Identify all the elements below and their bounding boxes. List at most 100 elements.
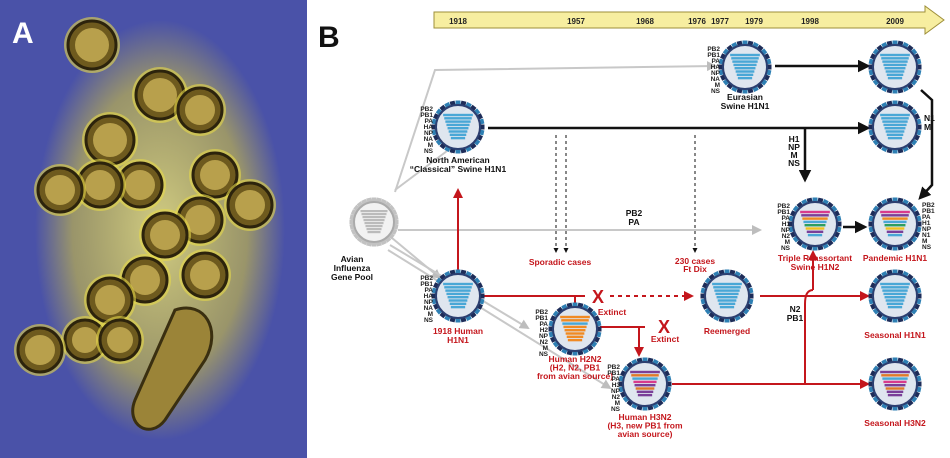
- pb2-pa-annotation-line: PB2: [626, 208, 643, 218]
- surface-protein: [788, 221, 794, 227]
- rna-segment: [450, 136, 466, 140]
- seasonal-h3n2-label: Seasonal H3N2: [864, 418, 926, 428]
- avian-gene-pool-virus: [349, 197, 399, 247]
- ft-dix-label-line: 230 cases: [675, 256, 715, 266]
- triple-reassortant-label-line: Triple Reassortant: [778, 253, 852, 263]
- rna-segment: [880, 370, 910, 374]
- rna-segment: [449, 133, 467, 137]
- rna-segment: [886, 133, 904, 137]
- extinct-x-mark: X: [592, 287, 604, 307]
- rna-segment: [881, 214, 909, 217]
- human-h3n2-label-line: avian source): [618, 429, 673, 439]
- rna-segment: [731, 57, 759, 60]
- rna-segment: [367, 231, 381, 234]
- virion-core: [45, 175, 75, 205]
- surface-protein: [431, 293, 437, 299]
- extinct-x-mark: X: [658, 317, 670, 337]
- timeline-year: 1957: [567, 17, 585, 26]
- rna-segment: [714, 289, 740, 292]
- h3n2-segments-line: NP: [611, 388, 621, 395]
- human-1918-segments-line: PB1: [420, 281, 433, 288]
- seasonal-h3n2-label-line: Seasonal H3N2: [864, 418, 926, 428]
- virion-core: [200, 160, 230, 190]
- virion-core: [95, 285, 125, 315]
- h1-np-m-ns-annotation-line: M: [790, 150, 797, 160]
- avian-gene-pool-label-line: Influenza: [334, 263, 371, 273]
- rna-segment: [630, 370, 660, 374]
- triple-segments-line: H1: [782, 221, 791, 228]
- pandemic-segments-line: PA: [922, 214, 931, 221]
- triple-segments-line: PA: [781, 215, 790, 222]
- rna-segment: [446, 123, 470, 127]
- surface-protein: [431, 124, 437, 130]
- rna-segment: [732, 60, 758, 63]
- seasonal-h3n2-virus: [868, 357, 922, 411]
- eurasian-segments-line: NA: [711, 76, 721, 83]
- rna-segment: [882, 217, 908, 220]
- pandemic-segments-line: NS: [922, 244, 932, 251]
- rna-segment: [881, 57, 909, 60]
- surface-protein: [916, 64, 922, 70]
- rna-segment: [887, 76, 903, 80]
- rna-segment: [884, 384, 906, 387]
- rna-segment: [718, 302, 736, 306]
- rna-segment: [885, 387, 905, 390]
- rna-segment: [449, 302, 467, 306]
- rna-segment: [884, 67, 906, 70]
- classical-segments-line: NA: [424, 136, 434, 143]
- pandemic-segments-line: M: [922, 238, 927, 245]
- h2n2-segments-line: N2: [540, 339, 549, 346]
- rna-segment: [564, 329, 586, 332]
- rna-segment: [360, 210, 388, 213]
- surface-protein: [916, 221, 922, 227]
- h3n2-segments-line: PB2: [607, 364, 620, 371]
- rna-segment: [800, 210, 830, 214]
- rna-segment: [716, 296, 738, 299]
- gray-line: [387, 249, 612, 390]
- surface-protein: [718, 64, 724, 70]
- classical-segments-line: PB1: [420, 112, 433, 119]
- rna-segment: [567, 338, 583, 342]
- panel-b-label: B: [318, 21, 340, 54]
- rna-segment: [362, 216, 386, 219]
- virion-core: [150, 220, 180, 250]
- rna-segment: [719, 305, 735, 309]
- rna-segment: [886, 302, 904, 306]
- rna-segment: [736, 73, 754, 77]
- eurasian-segments-line: NP: [711, 70, 721, 77]
- human-h2n2-label-line: (H2, N2, PB1: [550, 363, 601, 373]
- seasonal-h1n1-virus: [868, 269, 922, 323]
- triple-segments-line: N2: [782, 233, 791, 240]
- avian-gene-pool-label-line: Avian: [341, 254, 364, 264]
- extinct-label: Extinct: [598, 307, 627, 317]
- human-1918-label-line: 1918 Human: [433, 326, 483, 336]
- rna-segment: [450, 305, 466, 309]
- surface-protein: [393, 219, 399, 225]
- rna-segment: [363, 219, 385, 222]
- rna-segment: [561, 319, 589, 322]
- surface-protein: [700, 293, 706, 299]
- rna-segment: [636, 390, 654, 394]
- reemerged-virus: [700, 269, 754, 323]
- rna-segment: [884, 296, 906, 299]
- h3n2-segments-line: N2: [612, 394, 621, 401]
- pb2-pa-annotation-line: PA: [628, 217, 639, 227]
- rna-segment: [883, 123, 907, 127]
- rna-segment: [447, 127, 469, 130]
- rna-segment: [632, 377, 658, 380]
- human-h3n2-label-line: (H3, new PB1 from: [607, 421, 683, 431]
- rna-segment: [885, 130, 905, 133]
- human-1918-segments-line: PA: [424, 287, 433, 294]
- virion-core: [107, 327, 133, 353]
- timeline-year: 1968: [636, 17, 654, 26]
- rna-segment: [717, 299, 737, 302]
- pandemic-h1n1-virus: [868, 197, 922, 251]
